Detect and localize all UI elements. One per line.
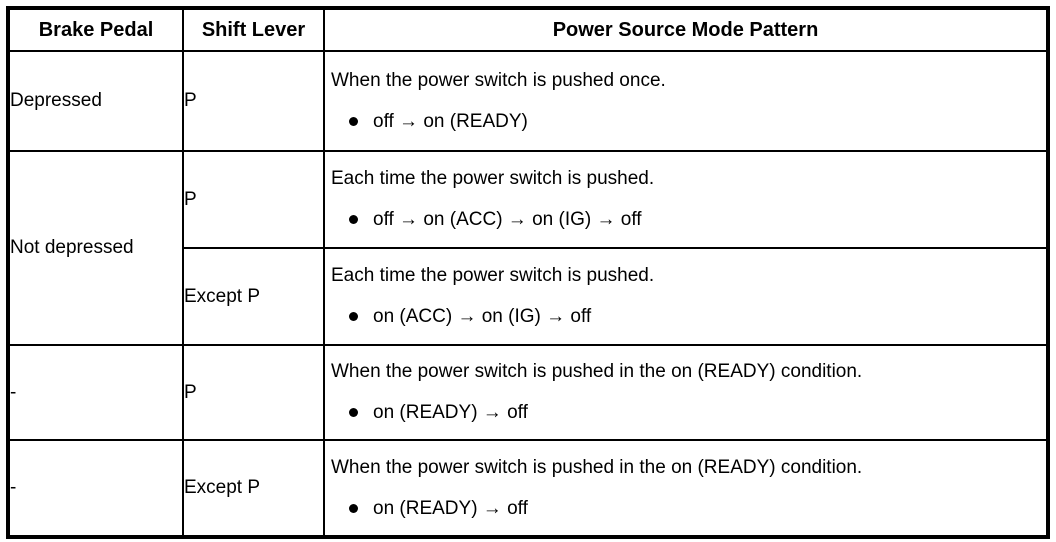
cell-power-source-mode-pattern: Each time the power switch is pushed. on… bbox=[323, 247, 1049, 346]
pattern-condition-text: Each time the power switch is pushed. bbox=[331, 265, 655, 286]
pattern-content: Each time the power switch is pushed. of… bbox=[325, 160, 1046, 239]
table-row: Not depressed P Each time the power swit… bbox=[7, 150, 1049, 346]
pattern-content: When the power switch is pushed once. of… bbox=[325, 62, 1046, 141]
pattern-bullet-item: on (READY) → off bbox=[331, 401, 1040, 424]
cell-power-source-mode-pattern: Each time the power switch is pushed. of… bbox=[323, 150, 1049, 249]
cell-shift-lever: P bbox=[182, 50, 325, 152]
cell-shift-lever: P bbox=[182, 150, 325, 249]
cell-power-source-mode-pattern: When the power switch is pushed in the o… bbox=[323, 344, 1049, 441]
pattern-bullet-text: on (ACC) → on (IG) → off bbox=[373, 306, 592, 327]
pattern-bullet-item: off → on (READY) bbox=[331, 110, 1040, 133]
cell-shift-lever: P bbox=[182, 344, 325, 441]
pattern-condition-text: Each time the power switch is pushed. bbox=[331, 168, 655, 189]
cell-power-source-mode-pattern: When the power switch is pushed in the o… bbox=[323, 439, 1049, 538]
filled-circle-bullet-icon bbox=[349, 215, 358, 224]
pattern-bullet-item: on (READY) → off bbox=[331, 497, 1040, 520]
pattern-content: When the power switch is pushed in the o… bbox=[325, 449, 1046, 528]
cell-brake-pedal: Not depressed bbox=[7, 150, 184, 346]
table-row: Depressed P When the power switch is pus… bbox=[7, 50, 1049, 152]
table-body: Depressed P When the power switch is pus… bbox=[7, 50, 1049, 538]
cell-brake-pedal: - bbox=[7, 439, 184, 538]
cell-shift-lever: Except P bbox=[182, 247, 325, 346]
column-header-power-source-mode-pattern: Power Source Mode Pattern bbox=[323, 7, 1049, 52]
pattern-bullet-item: off → on (ACC) → on (IG) → off bbox=[331, 208, 1040, 231]
pattern-condition-text: When the power switch is pushed in the o… bbox=[331, 456, 863, 478]
pattern-bullet-text: on (READY) → off bbox=[373, 402, 528, 423]
pattern-bullet-text: off → on (READY) bbox=[373, 110, 528, 132]
filled-circle-bullet-icon bbox=[349, 408, 358, 417]
pattern-content: Each time the power switch is pushed. on… bbox=[325, 257, 1046, 336]
table-row: Except P Each time the power switch is p… bbox=[8, 247, 1049, 346]
cell-brake-pedal: - bbox=[7, 344, 184, 441]
header-row: Brake Pedal Shift Lever Power Source Mod… bbox=[7, 7, 1049, 52]
table-row: - P When the power switch is pushed in t… bbox=[7, 344, 1049, 441]
table-row: - Except P When the power switch is push… bbox=[7, 439, 1049, 538]
table-header: Brake Pedal Shift Lever Power Source Mod… bbox=[7, 7, 1049, 52]
power-source-mode-table: Brake Pedal Shift Lever Power Source Mod… bbox=[6, 6, 1050, 539]
column-header-shift-lever: Shift Lever bbox=[182, 7, 325, 52]
pattern-bullet-text: on (READY) → off bbox=[373, 497, 528, 519]
filled-circle-bullet-icon bbox=[349, 503, 358, 513]
pattern-bullet-text: off → on (ACC) → on (IG) → off bbox=[373, 209, 642, 230]
pattern-condition-text: When the power switch is pushed in the o… bbox=[331, 361, 863, 382]
cell-power-source-mode-pattern: When the power switch is pushed once. of… bbox=[323, 50, 1049, 152]
cell-shift-lever: Except P bbox=[182, 439, 325, 538]
pattern-content: When the power switch is pushed in the o… bbox=[325, 353, 1046, 432]
filled-circle-bullet-icon bbox=[349, 116, 358, 126]
pattern-bullet-item: on (ACC) → on (IG) → off bbox=[331, 305, 1040, 328]
cell-brake-pedal: Depressed bbox=[7, 50, 184, 152]
filled-circle-bullet-icon bbox=[349, 312, 358, 321]
column-header-brake-pedal: Brake Pedal bbox=[7, 7, 184, 52]
pattern-condition-text: When the power switch is pushed once. bbox=[331, 69, 666, 91]
